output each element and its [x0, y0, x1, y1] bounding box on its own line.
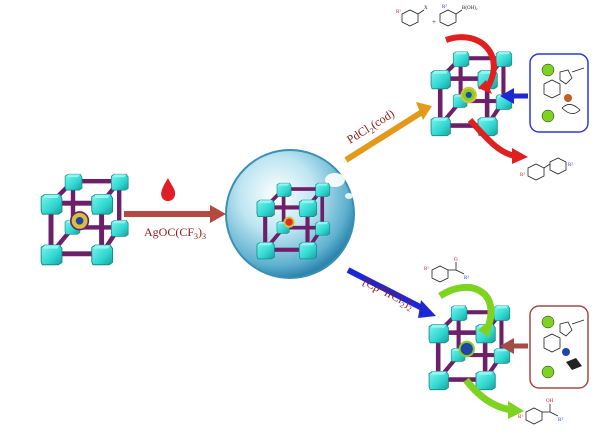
svg-text:R²: R²: [558, 417, 563, 423]
svg-text:R²: R²: [464, 275, 469, 281]
encapsulation-bubble: [225, 149, 355, 279]
mof-cube-parent: [41, 174, 128, 264]
reagent-label-iridium: [Cp*IrCl2]2: [360, 274, 417, 313]
arrow-silver-exchange: [124, 205, 226, 223]
svg-text:R¹: R¹: [518, 414, 523, 420]
catalytic-cycle-arrow-ir-out: [463, 377, 513, 414]
catalyst-box-iridium: [529, 305, 589, 389]
svg-text:R¹: R¹: [424, 266, 429, 272]
svg-text:R²: R²: [568, 162, 573, 168]
svg-text:X: X: [424, 6, 428, 11]
arrow-palladium: [344, 102, 432, 163]
product-biaryl-structure: R¹ R²: [520, 157, 573, 181]
arrow-catalyst-palladium: [500, 88, 528, 104]
svg-text:B(OH)₂: B(OH)₂: [462, 6, 478, 11]
mof-cube-iridium: [429, 306, 510, 390]
reactant-ketone-structure: R¹ O R²: [424, 258, 469, 283]
svg-text:O: O: [454, 258, 458, 263]
reactant-aryl-halide-structure: R¹ X + R² B(OH)₂: [396, 4, 478, 27]
catalyst-box-palladium: [529, 53, 589, 133]
svg-text:R²: R²: [442, 4, 447, 10]
droplet-icon: [161, 178, 176, 202]
product-alcohol-structure: R¹ OH R²: [518, 399, 563, 425]
catalytic-cycle-arrow-ir-in: [438, 283, 495, 334]
svg-text:+: +: [432, 18, 436, 26]
mof-cube-palladium: [431, 52, 512, 136]
svg-text:OH: OH: [546, 399, 554, 404]
catalytic-cycle-arrow-pd-in: [445, 34, 497, 92]
arrow-catalyst-iridium: [500, 338, 528, 354]
svg-text:R¹: R¹: [396, 9, 401, 15]
mof-cube-silver: [257, 183, 330, 259]
reagent-label-silver: AgOC(CF3)3: [144, 225, 206, 241]
arrow-iridium: [346, 267, 436, 318]
svg-text:R¹: R¹: [520, 172, 525, 178]
